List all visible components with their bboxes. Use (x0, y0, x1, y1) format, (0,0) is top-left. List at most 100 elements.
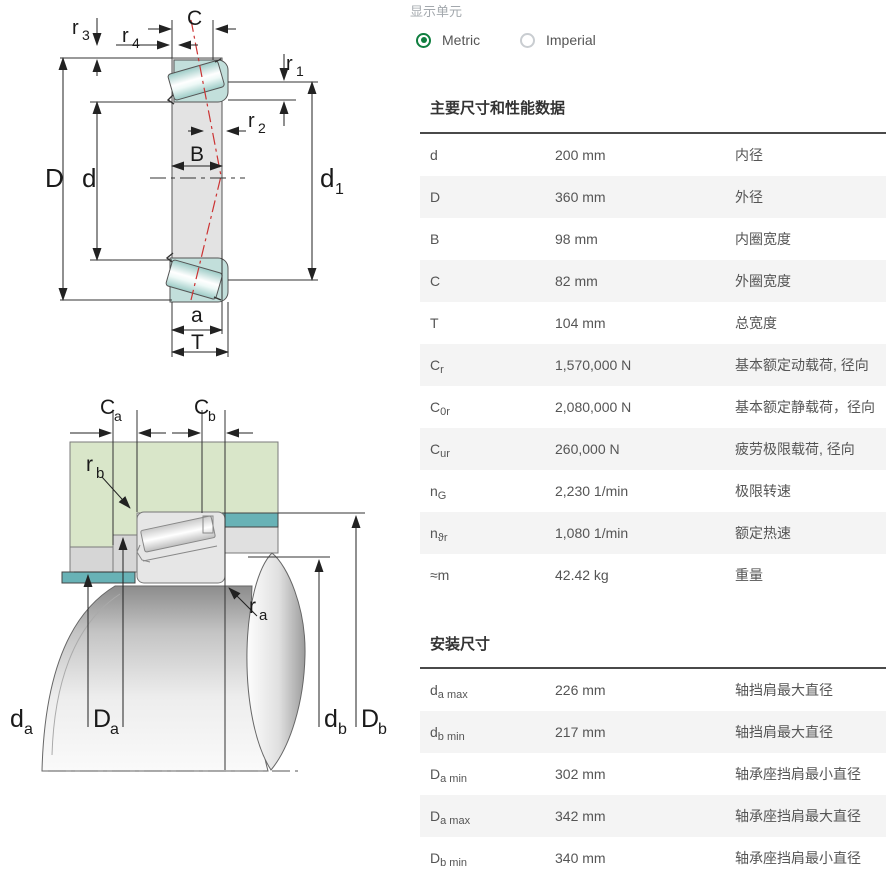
radio-imperial-label: Imperial (546, 32, 596, 48)
label-C: C (187, 7, 202, 30)
row-symbol: C (430, 273, 441, 289)
row-value: 360 mm (555, 189, 606, 205)
table-row: Cr 1,570,000 N 基本额定动载荷, 径向 (420, 344, 886, 386)
table-row: nG 2,230 1/min 极限转速 (420, 470, 886, 512)
cage-marks (165, 58, 222, 301)
row-description: 基本额定静载荷，径向 (735, 399, 875, 415)
label-a: a (191, 304, 203, 327)
radio-metric-label: Metric (442, 32, 481, 48)
tapered-roller-top (167, 60, 225, 101)
row-description: 外圈宽度 (735, 273, 791, 289)
radio-unselected-icon[interactable] (520, 32, 535, 48)
row-symbol: Da min (430, 766, 468, 785)
row-symbol: Cur (430, 441, 450, 460)
main-dimensions-table: d 200 mm 内径 D 360 mm 外径 B 98 mm 内圈宽度 C 8… (420, 132, 886, 596)
housing-shoulder-step (112, 534, 138, 573)
row-symbol: T (430, 315, 439, 331)
row-value: 340 mm (555, 850, 606, 866)
label-Cb-sub: b (208, 408, 216, 424)
label-rb-sub: b (96, 465, 104, 482)
row-symbol: B (430, 231, 440, 247)
label-d1-sub: 1 (335, 181, 344, 198)
table-row: nϑr 1,080 1/min 额定热速 (420, 512, 886, 554)
row-symbol: Db min (430, 850, 468, 869)
row-symbol: d (430, 147, 438, 163)
row-value: 82 mm (555, 273, 598, 289)
label-T: T (191, 331, 204, 354)
row-value: 98 mm (555, 231, 598, 247)
table-row: Da min 302 mm 轴承座挡肩最小直径 (420, 753, 886, 795)
bearing-details (136, 515, 218, 563)
dimension-lines (70, 428, 361, 727)
label-ra: r (249, 595, 256, 618)
label-db: d (324, 705, 338, 733)
label-ra-sub: a (259, 607, 268, 624)
label-r4-sub: 4 (132, 35, 140, 51)
row-value: 342 mm (555, 808, 606, 824)
row-symbol: D (430, 189, 441, 205)
row-symbol: Da max (430, 808, 471, 827)
table-row: D 360 mm 外径 (420, 176, 886, 218)
radio-metric[interactable]: Metric (416, 32, 480, 48)
row-symbol: ≈m (430, 567, 450, 583)
row-description: 轴挡肩最大直径 (735, 724, 833, 740)
row-symbol: db min (430, 724, 465, 743)
row-value: 302 mm (555, 766, 606, 782)
label-B: B (190, 143, 204, 166)
dimension-lines (58, 18, 317, 357)
dimension-labels: C a C b r b r a d a D a d b D b (10, 396, 387, 738)
row-description: 疲劳极限载荷, 径向 (735, 441, 855, 457)
table-row: T 104 mm 总宽度 (420, 302, 886, 344)
label-d: d (82, 163, 96, 193)
label-Db: D (361, 705, 379, 733)
label-r1: r (286, 53, 293, 75)
label-r2: r (248, 110, 255, 132)
row-description: 基本额定动载荷, 径向 (735, 357, 869, 373)
radio-selected-icon[interactable] (416, 32, 431, 48)
row-description: 内径 (735, 147, 763, 163)
table-row: C 82 mm 外圈宽度 (420, 260, 886, 302)
radio-imperial[interactable]: Imperial (520, 32, 596, 48)
row-description: 轴承座挡肩最小直径 (735, 766, 861, 782)
units-section-label: 显示单元 (410, 4, 463, 19)
extension-lines (74, 410, 365, 770)
label-d1: d (320, 163, 334, 193)
row-value: 200 mm (555, 147, 606, 163)
row-description: 额定热速 (735, 525, 791, 541)
shaft-fillet-curve (51, 593, 121, 756)
pressure-cone-line (190, 19, 222, 301)
row-description: 外径 (735, 189, 763, 205)
table-row: Cur 260,000 N 疲劳极限载荷, 径向 (420, 428, 886, 470)
row-description: 重量 (735, 567, 763, 583)
label-D: D (45, 163, 64, 193)
table-row: Da max 342 mm 轴承座挡肩最大直径 (420, 795, 886, 837)
row-description: 内圈宽度 (735, 231, 791, 247)
label-Da: D (93, 705, 111, 733)
housing-left-step (69, 546, 114, 573)
row-description: 轴承座挡肩最大直径 (735, 808, 861, 824)
row-symbol: Cr (430, 357, 444, 376)
housing-right-step (224, 526, 279, 554)
mounting-dimensions-title: 安装尺寸 (430, 636, 491, 653)
table-row: d 200 mm 内径 (420, 134, 886, 176)
table-row: db min 217 mm 轴挡肩最大直径 (420, 711, 886, 753)
label-r3: r (72, 17, 79, 39)
row-value: 226 mm (555, 682, 606, 698)
row-value: 217 mm (555, 724, 606, 740)
bearing-cross-section-drawing: r 3 r 4 C r 1 r 2 B D d d 1 a T (45, 7, 344, 357)
label-r1-sub: 1 (296, 63, 304, 79)
shaft-end-lobe (246, 552, 306, 771)
label-Ca: C (100, 396, 115, 419)
main-dimensions-title: 主要尺寸和性能数据 (430, 100, 566, 117)
mounting-dimensions-drawing: C a C b r b r a d a D a d b D b (10, 396, 387, 772)
row-value: 1,080 1/min (555, 525, 629, 541)
table-row: C0r 2,080,000 N 基本额定静载荷，径向 (420, 386, 886, 428)
label-r2-sub: 2 (258, 120, 266, 136)
row-value: 104 mm (555, 315, 606, 331)
label-da: d (10, 705, 24, 733)
row-value: 42.42 kg (555, 567, 609, 583)
dimension-labels: r 3 r 4 C r 1 r 2 B D d d 1 a T (45, 7, 344, 354)
row-symbol: nG (430, 483, 447, 502)
row-description: 总宽度 (735, 315, 777, 331)
